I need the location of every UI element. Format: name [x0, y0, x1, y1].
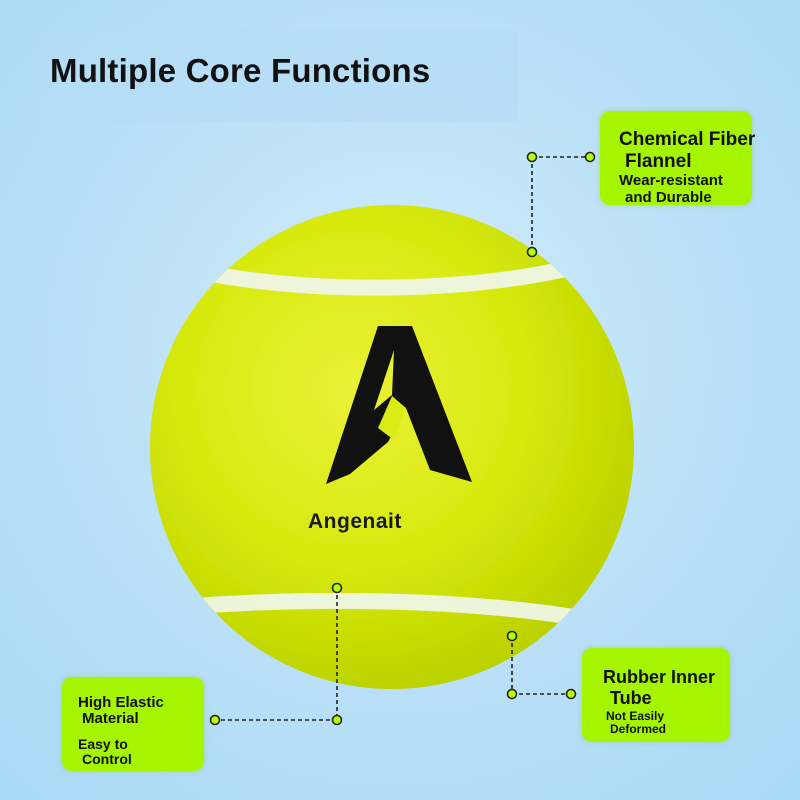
callout-subtitle: Deformed: [610, 722, 667, 736]
callout-title: Rubber Inner: [603, 667, 716, 687]
callout-subtitle: and Durable: [625, 189, 712, 206]
ball-body: [150, 205, 634, 689]
callout-chemical-fiber: Chemical Fiber Flannel Wear-resistant an…: [600, 111, 756, 206]
callout-title: High Elastic: [78, 694, 164, 711]
callout-title: Tube: [610, 688, 652, 708]
callout-title: Flannel: [625, 151, 692, 172]
callout-title: Chemical Fiber: [619, 129, 756, 150]
title-band: [38, 30, 518, 122]
page-title: Multiple Core Functions: [50, 52, 431, 89]
callout-title: Material: [82, 710, 139, 727]
callout-subtitle: Easy to: [78, 736, 128, 752]
callout-high-elastic: High Elastic Material Easy to Control: [62, 677, 204, 771]
callout-subtitle: Control: [82, 751, 132, 767]
callout-rubber-tube: Rubber Inner Tube Not Easily Deformed: [582, 648, 730, 742]
callout-subtitle: Wear-resistant: [619, 172, 723, 189]
callout-subtitle: Not Easily: [606, 709, 665, 723]
brand-name: Angenait: [308, 510, 402, 533]
